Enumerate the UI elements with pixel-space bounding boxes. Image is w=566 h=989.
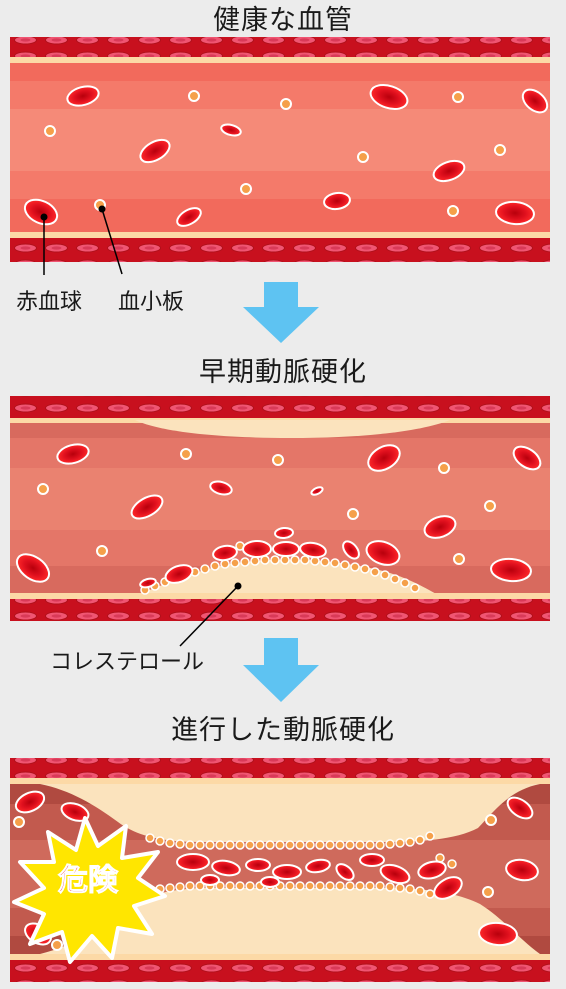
red-blood-cells — [23, 84, 549, 227]
danger-label: 危険 — [58, 863, 119, 898]
vessel-wall-bottom — [10, 599, 550, 621]
down-arrow-1 — [243, 282, 319, 343]
platelets — [37, 448, 496, 565]
plaque-top — [40, 784, 540, 842]
platelets — [13, 814, 497, 951]
plaque-top — [135, 420, 450, 438]
pointer-lines — [43, 208, 123, 275]
cholesterol-dots — [145, 831, 457, 899]
vessel-wall-top — [10, 758, 550, 778]
advanced-artery: 危険 — [10, 758, 550, 982]
title-advanced: 進行した動脈硬化 — [171, 715, 395, 746]
danger-burst: 危険 — [12, 816, 167, 964]
down-arrow-2 — [243, 638, 319, 702]
vessel-wall-bottom — [10, 960, 550, 982]
red-blood-cells — [15, 443, 542, 589]
title-early: 早期動脈硬化 — [199, 357, 367, 388]
pointer-line-cholesterol — [179, 582, 242, 647]
label-platelet: 血小板 — [118, 290, 185, 315]
label-cholesterol: コレステロール — [50, 650, 205, 675]
vessel-wall-top — [10, 37, 550, 58]
label-red-blood-cell: 赤血球 — [16, 290, 83, 315]
healthy-artery — [10, 37, 550, 275]
vessel-wall-top — [10, 396, 550, 418]
early-artery — [10, 396, 550, 647]
vessel-wall-bottom — [10, 238, 550, 262]
title-healthy: 健康な血管 — [213, 5, 353, 36]
plaque-bottom — [40, 888, 540, 954]
